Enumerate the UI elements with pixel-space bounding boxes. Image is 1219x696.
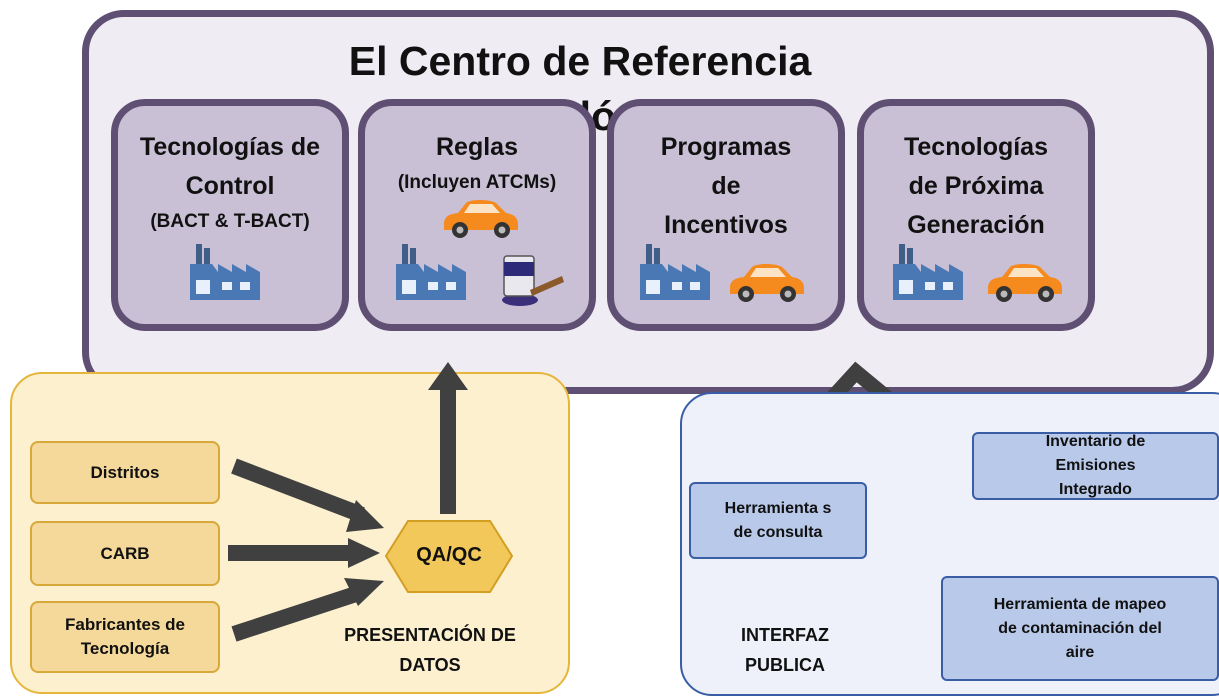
public-interface-label: INTERFAZ PUBLICA	[741, 625, 829, 675]
source-label: Distritos	[90, 462, 160, 482]
inventory-box: Inventario de Emisiones Integrado	[972, 432, 1219, 500]
qa-qc-label: QA/QC	[416, 544, 482, 566]
category-control-technologies: Tecnologías de Control (BACT & T-BACT)	[111, 99, 349, 331]
category-title: Reglas	[436, 133, 518, 161]
arrow-up	[440, 386, 456, 514]
source-label: CARB	[100, 543, 150, 563]
mapping-tool-box: Herramienta de mapeo de contaminación de…	[941, 576, 1219, 681]
data-presentation-label: PRESENTACIÓN DE DATOS	[344, 625, 516, 675]
category-subtitle: (BACT & T-BACT)	[150, 211, 310, 232]
arrow-districts	[231, 458, 365, 523]
arrow-manufacturers	[231, 584, 365, 642]
mapping-tool-label: Herramienta de mapeo de contaminación de…	[993, 595, 1167, 661]
category-title: Tecnologías de Próxima Generación	[903, 133, 1048, 239]
qa-qc-hexagon	[384, 520, 514, 593]
category-subtitle: (Incluyen ATCMs)	[397, 172, 557, 193]
category-title: Tecnologías de Control	[139, 133, 321, 200]
category-title: Programas de Incentivos	[660, 133, 792, 239]
query-tools-box: Herramienta s de consulta	[689, 482, 867, 559]
source-districts: Distritos	[30, 441, 220, 504]
source-carb: CARB	[30, 521, 220, 586]
source-label: Fabricantes de Tecnología	[65, 615, 185, 658]
query-tools-label: Herramienta s de consulta	[724, 499, 832, 541]
inventory-label: Inventario de Emisiones Integrado	[1045, 433, 1146, 498]
source-manufacturers: Fabricantes de Tecnología	[30, 601, 220, 673]
paint-can-icon	[502, 255, 564, 306]
